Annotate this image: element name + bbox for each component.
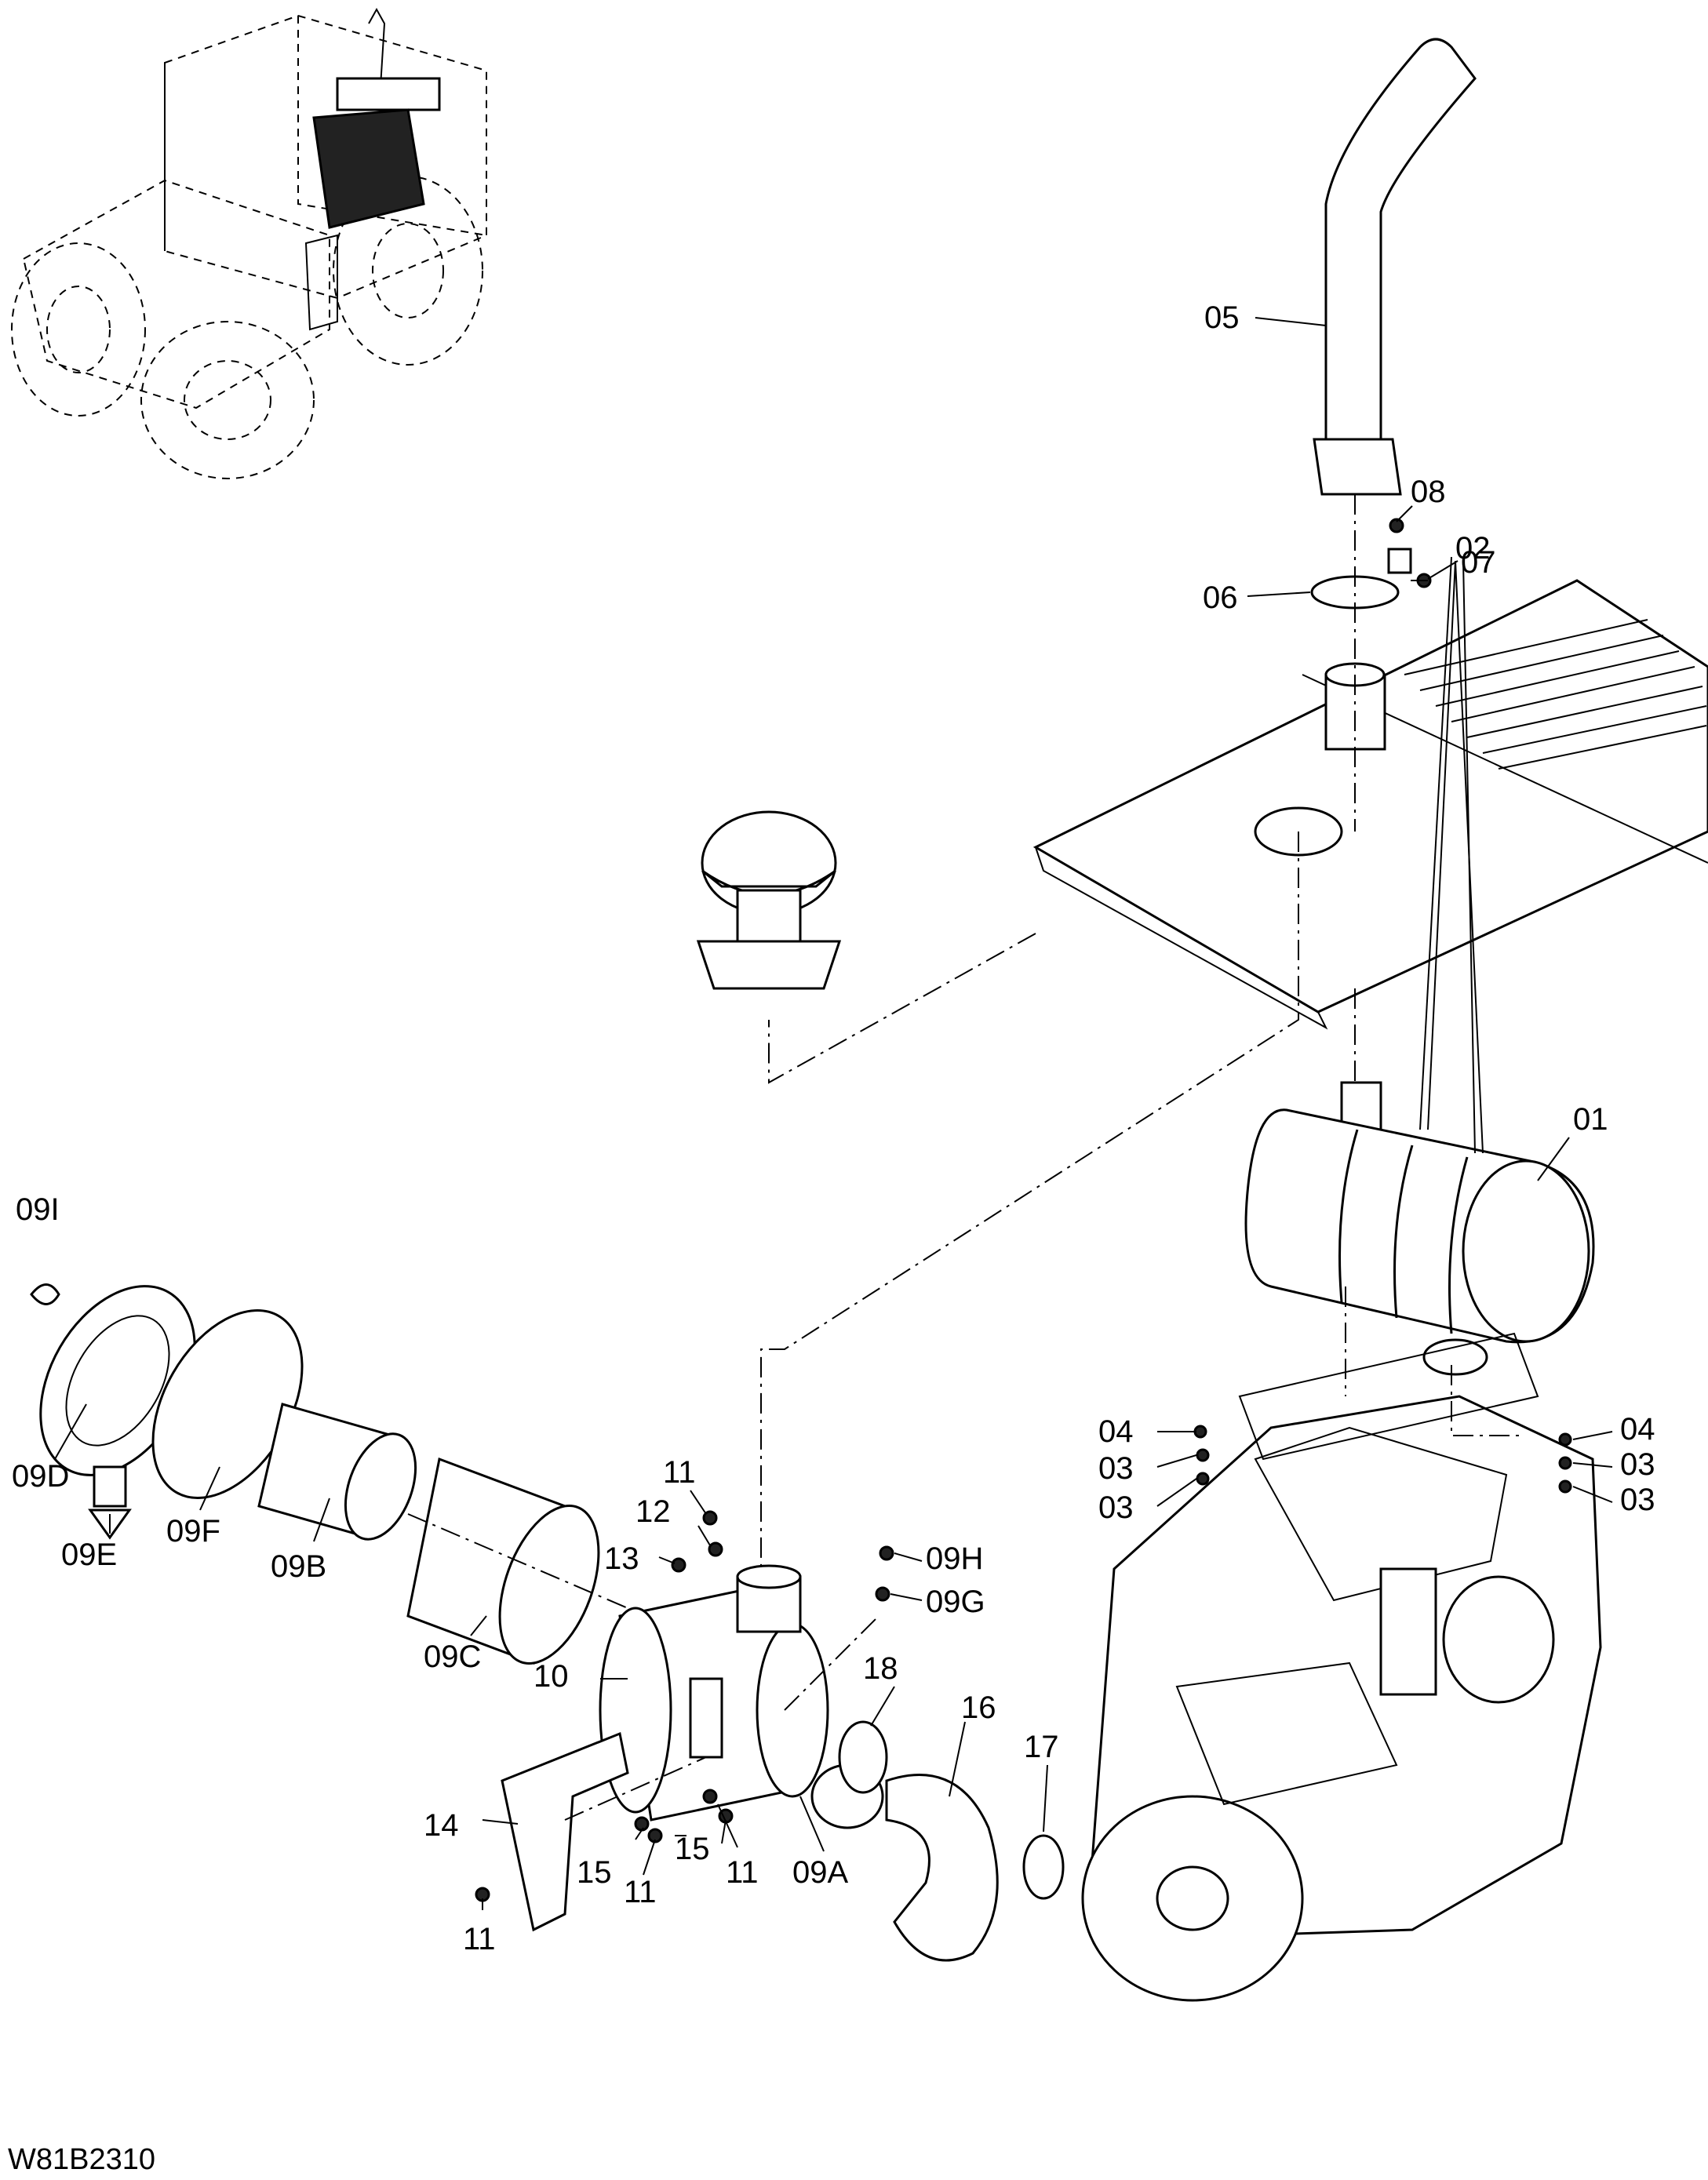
callout-09G: 09G: [926, 1585, 985, 1619]
callout-06: 06: [1203, 580, 1238, 615]
engine-hood: [1032, 579, 1708, 1030]
machine-overview-sketch: [11, 7, 487, 479]
callout-16: 16: [961, 1691, 996, 1725]
callout-08: 08: [1411, 475, 1446, 509]
callout-03-left-1: 03: [1098, 1451, 1134, 1486]
air-cleaner-housing: [599, 1564, 829, 1822]
callout-11-bottom: 11: [463, 1922, 496, 1956]
hose-clamp-18: [838, 1720, 888, 1794]
callout-03-right-1: 03: [1620, 1447, 1655, 1482]
callout-15-right: 15: [675, 1832, 710, 1866]
callout-12: 12: [635, 1494, 671, 1529]
callout-13: 13: [604, 1541, 639, 1576]
callout-07: 07: [1461, 545, 1496, 580]
callout-17: 17: [1024, 1730, 1059, 1764]
fasteners: [475, 1425, 1572, 1902]
callout-09H: 09H: [926, 1541, 983, 1576]
drawing-code: W81B2310: [8, 2143, 155, 2176]
hose-clamp-17: [1022, 1834, 1065, 1900]
exhaust-pipe: [1310, 38, 1477, 610]
callout-11-mid-right: 11: [726, 1855, 759, 1890]
callout-03-right-2: 03: [1620, 1483, 1655, 1517]
leader-lines: [54, 317, 1613, 1910]
alignment-lines: [407, 494, 1522, 1821]
callout-10: 10: [534, 1659, 569, 1694]
callout-11-mid-left: 11: [624, 1875, 657, 1909]
inner-element: [257, 1403, 417, 1541]
callout-labels: 05 08 07 06 02 01 09I 09D 09E 09F 09B 09…: [12, 300, 1655, 1956]
callout-09I: 09I: [16, 1192, 60, 1227]
engine-assembly: [1081, 1332, 1602, 2002]
muffler: [1244, 1081, 1595, 1376]
callout-04-left: 04: [1098, 1414, 1134, 1449]
outer-element: [406, 1457, 600, 1665]
callout-11-top: 11: [663, 1455, 696, 1490]
callout-02: 02: [1455, 531, 1491, 566]
callout-09C: 09C: [424, 1640, 481, 1674]
callout-09F: 09F: [166, 1514, 220, 1549]
hood-grille: [1404, 619, 1707, 770]
callout-09D: 09D: [12, 1459, 69, 1494]
precleaner-cap: [696, 810, 842, 990]
callout-03-left-2: 03: [1098, 1490, 1134, 1525]
callout-14: 14: [424, 1808, 459, 1843]
callout-01: 01: [1573, 1102, 1608, 1137]
callout-04-right: 04: [1620, 1412, 1655, 1447]
callout-09E: 09E: [61, 1538, 117, 1572]
callout-18: 18: [863, 1651, 898, 1686]
callout-05: 05: [1204, 300, 1240, 335]
callout-15-left: 15: [577, 1855, 612, 1890]
callout-09B: 09B: [271, 1549, 326, 1584]
air-cleaner-bracket: [501, 1731, 629, 1932]
callout-09A: 09A: [792, 1855, 848, 1890]
